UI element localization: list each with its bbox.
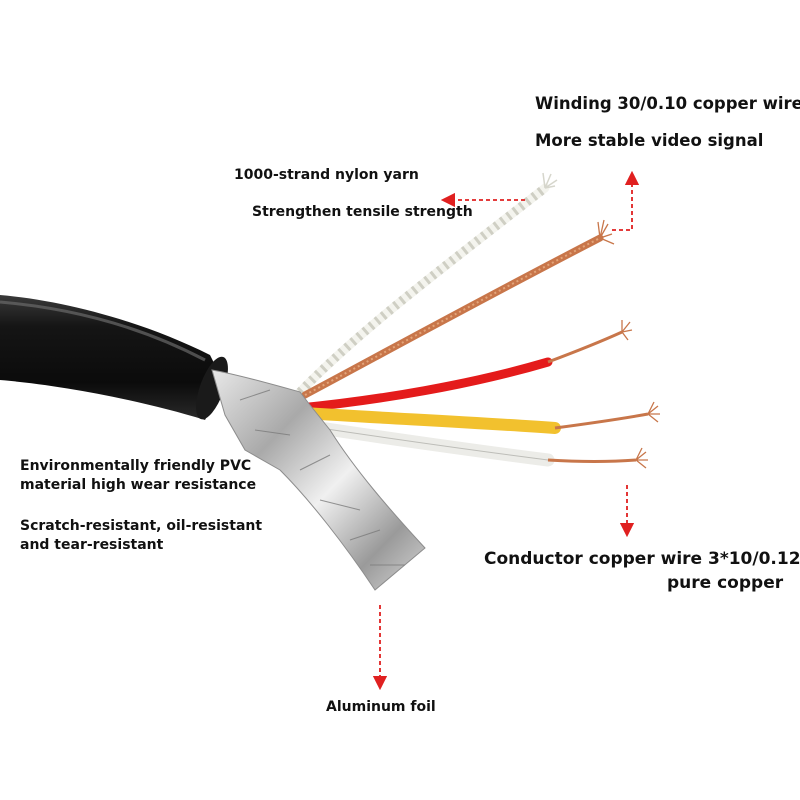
resist-label-line2: and tear-resistant bbox=[20, 537, 164, 553]
foil-crinkles bbox=[239, 389, 405, 566]
jacket-highlight bbox=[0, 300, 206, 362]
conductor-label-line2: pure copper bbox=[667, 573, 784, 593]
aluminum-foil bbox=[211, 369, 426, 591]
pvc-label-line1: Environmentally friendly PVC bbox=[20, 458, 252, 474]
aluminum-label: Aluminum foil bbox=[326, 699, 436, 715]
nylon-label-line2: Strengthen tensile strength bbox=[252, 204, 473, 220]
resist-label-line1: Scratch-resistant, oil-resistant bbox=[20, 518, 263, 534]
yellow-conductor bbox=[299, 401, 660, 434]
winding-arrow bbox=[612, 170, 640, 231]
winding-label-line1: Winding 30/0.10 copper wire bbox=[535, 94, 800, 113]
pvc-label-line2: material high wear resistance bbox=[20, 477, 257, 493]
copper-winding bbox=[301, 219, 615, 399]
nylon-yarn bbox=[295, 172, 558, 397]
pvc-jacket bbox=[0, 295, 225, 420]
conductor-label-line1: Conductor copper wire 3*10/0.12 bbox=[484, 549, 800, 569]
nylon-label-line1: 1000-strand nylon yarn bbox=[234, 167, 419, 183]
red-conductor bbox=[295, 320, 633, 413]
winding-label-line2: More stable video signal bbox=[535, 131, 764, 150]
white-conductor bbox=[313, 421, 648, 469]
